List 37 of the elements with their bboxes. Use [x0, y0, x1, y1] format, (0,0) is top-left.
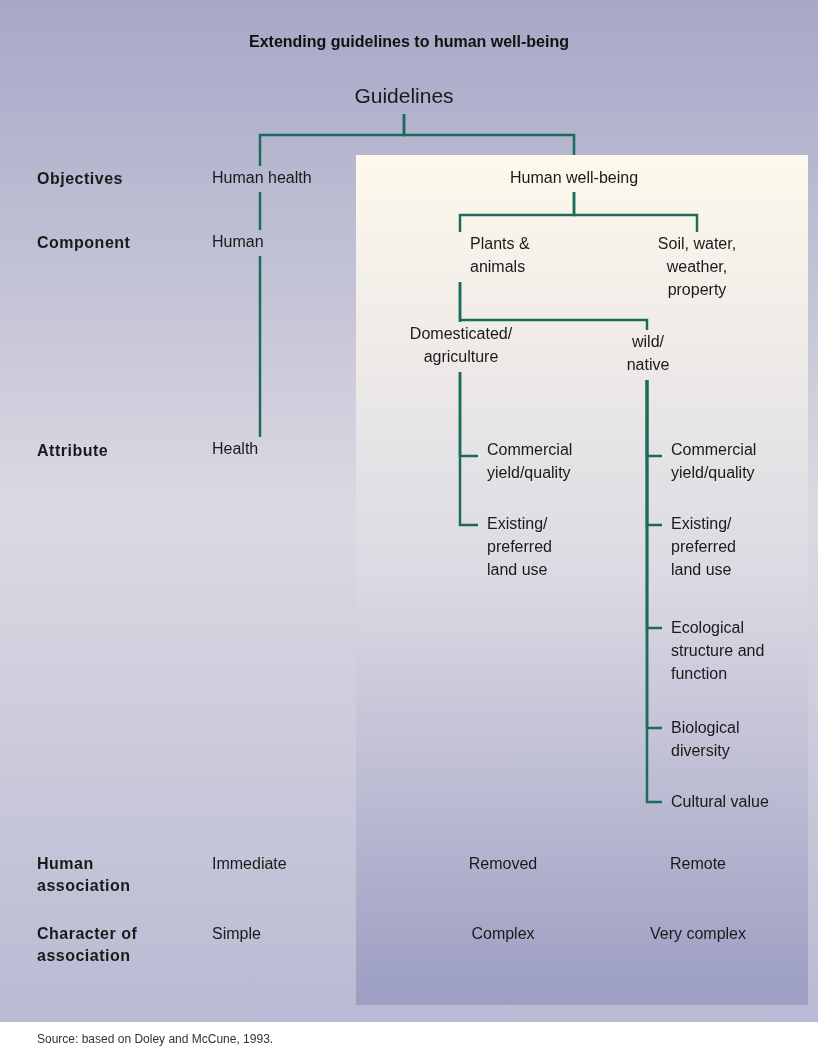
tree-label: Commercial yield/quality	[662, 438, 774, 486]
connector-line	[458, 282, 649, 330]
connector-line	[258, 192, 262, 230]
tree-label: Cultural value	[662, 790, 786, 816]
title: Extending guidelines to human well-being	[248, 32, 570, 52]
source-caption: Source: based on Doley and McCune, 1993.	[37, 1031, 274, 1048]
tree-label: Guidelines	[340, 84, 468, 114]
tree-label: Existing/ preferred land use	[478, 512, 582, 584]
tree-label: Ecological structure and function	[662, 616, 774, 688]
row-heading: Attribute	[37, 441, 110, 461]
connector-line	[402, 114, 576, 155]
tree-label: Domesticated/ agriculture	[402, 322, 520, 372]
tree-label: Human well-being	[496, 155, 652, 192]
row-value: Simple	[212, 924, 262, 944]
row-value: Immediate	[212, 854, 288, 874]
row-heading: Component	[37, 233, 132, 253]
row-heading: Objectives	[37, 169, 124, 189]
tree-label: Health	[212, 437, 282, 463]
tree-label: Biological diversity	[662, 716, 766, 764]
connector-line	[458, 372, 478, 527]
connector-line	[258, 256, 262, 437]
connector-line	[572, 192, 699, 232]
row-value: Remote	[669, 854, 727, 874]
tree-label: Commercial yield/quality	[478, 438, 590, 486]
tree-label: Soil, water, weather, property	[647, 232, 747, 304]
row-value: Removed	[467, 854, 539, 874]
highlight-panel	[356, 155, 808, 1005]
connector-line	[645, 380, 662, 804]
row-heading: Human association	[37, 854, 132, 896]
tree-label: Human	[212, 230, 292, 256]
tree-label: Plants & animals	[460, 232, 556, 282]
tree-label: Human health	[212, 166, 336, 192]
tree-label: wild/ native	[612, 330, 684, 380]
row-value: Complex	[470, 924, 536, 944]
row-heading: Character of association	[37, 924, 139, 966]
tree-label: Existing/ preferred land use	[662, 512, 766, 584]
row-value: Very complex	[648, 924, 747, 944]
